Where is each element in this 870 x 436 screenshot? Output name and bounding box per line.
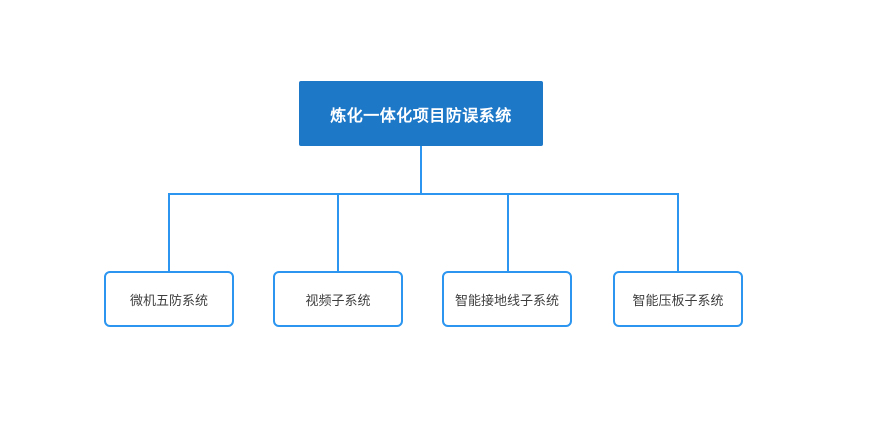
node-child-label: 智能压板子系统 <box>632 292 724 308</box>
node-child-label: 微机五防系统 <box>129 292 208 308</box>
node-child-wjwf-system[interactable]: 微机五防系统 <box>104 271 234 327</box>
node-child-grounding-subsystem[interactable]: 智能接地线子系统 <box>442 271 572 327</box>
node-child-label: 智能接地线子系统 <box>454 292 559 308</box>
node-child-plate-subsystem[interactable]: 智能压板子系统 <box>613 271 743 327</box>
node-root-system[interactable]: 炼化一体化项目防误系统 <box>299 81 543 146</box>
node-child-label: 视频子系统 <box>305 292 371 308</box>
node-child-video-subsystem[interactable]: 视频子系统 <box>273 271 403 327</box>
node-root-label: 炼化一体化项目防误系统 <box>330 107 512 125</box>
